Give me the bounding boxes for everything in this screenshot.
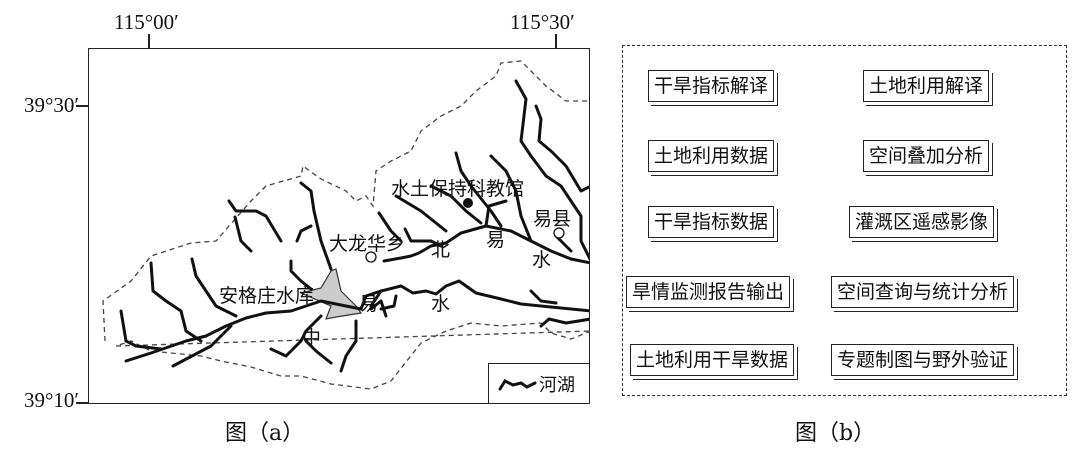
- place-yixian: 易县: [533, 208, 572, 230]
- box-irrigation-rs-image: 灌溉区遥感影像: [849, 206, 999, 242]
- yixian-point: [553, 227, 565, 239]
- watershed-map: 水土保持科教馆 易县 大龙华乡 安格庄水库 北 易 水 中 易 水 河湖: [88, 48, 590, 404]
- watershed-boundary: [102, 60, 589, 390]
- box-landuse-drought-data: 土地利用干旱数据: [630, 344, 799, 380]
- box-drought-index-interpretation: 干旱指标解译: [648, 70, 779, 106]
- lat-label-39-10: 39°10′: [24, 388, 79, 412]
- river-north-char-1: 北: [431, 239, 451, 261]
- workflow-panel: 干旱指标解译 土地利用解译 土地利用数据 空间叠加分析 干旱指标数据 灌溉区遥感…: [622, 45, 1067, 396]
- caption-b: 图（b）: [795, 421, 876, 446]
- map-drawing: [102, 60, 589, 390]
- place-dalonghua: 大龙华乡: [329, 233, 406, 255]
- map-legend: 河湖: [488, 363, 589, 403]
- river-middle-char-3: 水: [431, 293, 451, 315]
- box-spatial-query-stats: 空间查询与统计分析: [831, 276, 1019, 312]
- box-drought-index-data: 干旱指标数据: [648, 206, 779, 242]
- box-landuse-interpretation: 土地利用解译: [863, 70, 994, 106]
- rivers: [119, 79, 589, 378]
- lat-tick: [76, 402, 88, 404]
- river-middle-char-1: 中: [302, 327, 322, 349]
- lon-label-115-00: 115°00′: [114, 10, 179, 34]
- dalonghua-point: [365, 251, 377, 263]
- place-museum: 水土保持科教馆: [391, 178, 525, 200]
- river-middle-char-2: 易: [359, 293, 379, 315]
- lat-tick: [76, 105, 88, 107]
- river-north-char-2: 易: [486, 229, 506, 251]
- river-north-char-3: 水: [532, 249, 552, 271]
- caption-a: 图（a）: [225, 421, 305, 446]
- box-drought-report-output: 旱情监测报告输出: [626, 276, 795, 312]
- legend-label: 河湖: [539, 375, 575, 396]
- lat-label-39-30: 39°30′: [24, 93, 79, 117]
- box-mapping-field-validation: 专题制图与野外验证: [831, 344, 1019, 380]
- river-legend-icon: [498, 379, 537, 391]
- place-reservoir: 安格庄水库: [219, 285, 315, 307]
- box-spatial-overlay: 空间叠加分析: [863, 140, 994, 176]
- museum-point: [463, 198, 473, 208]
- lon-tick: [555, 34, 557, 48]
- box-landuse-data: 土地利用数据: [648, 140, 779, 176]
- lon-label-115-30: 115°30′: [510, 10, 575, 34]
- lon-tick: [148, 34, 150, 48]
